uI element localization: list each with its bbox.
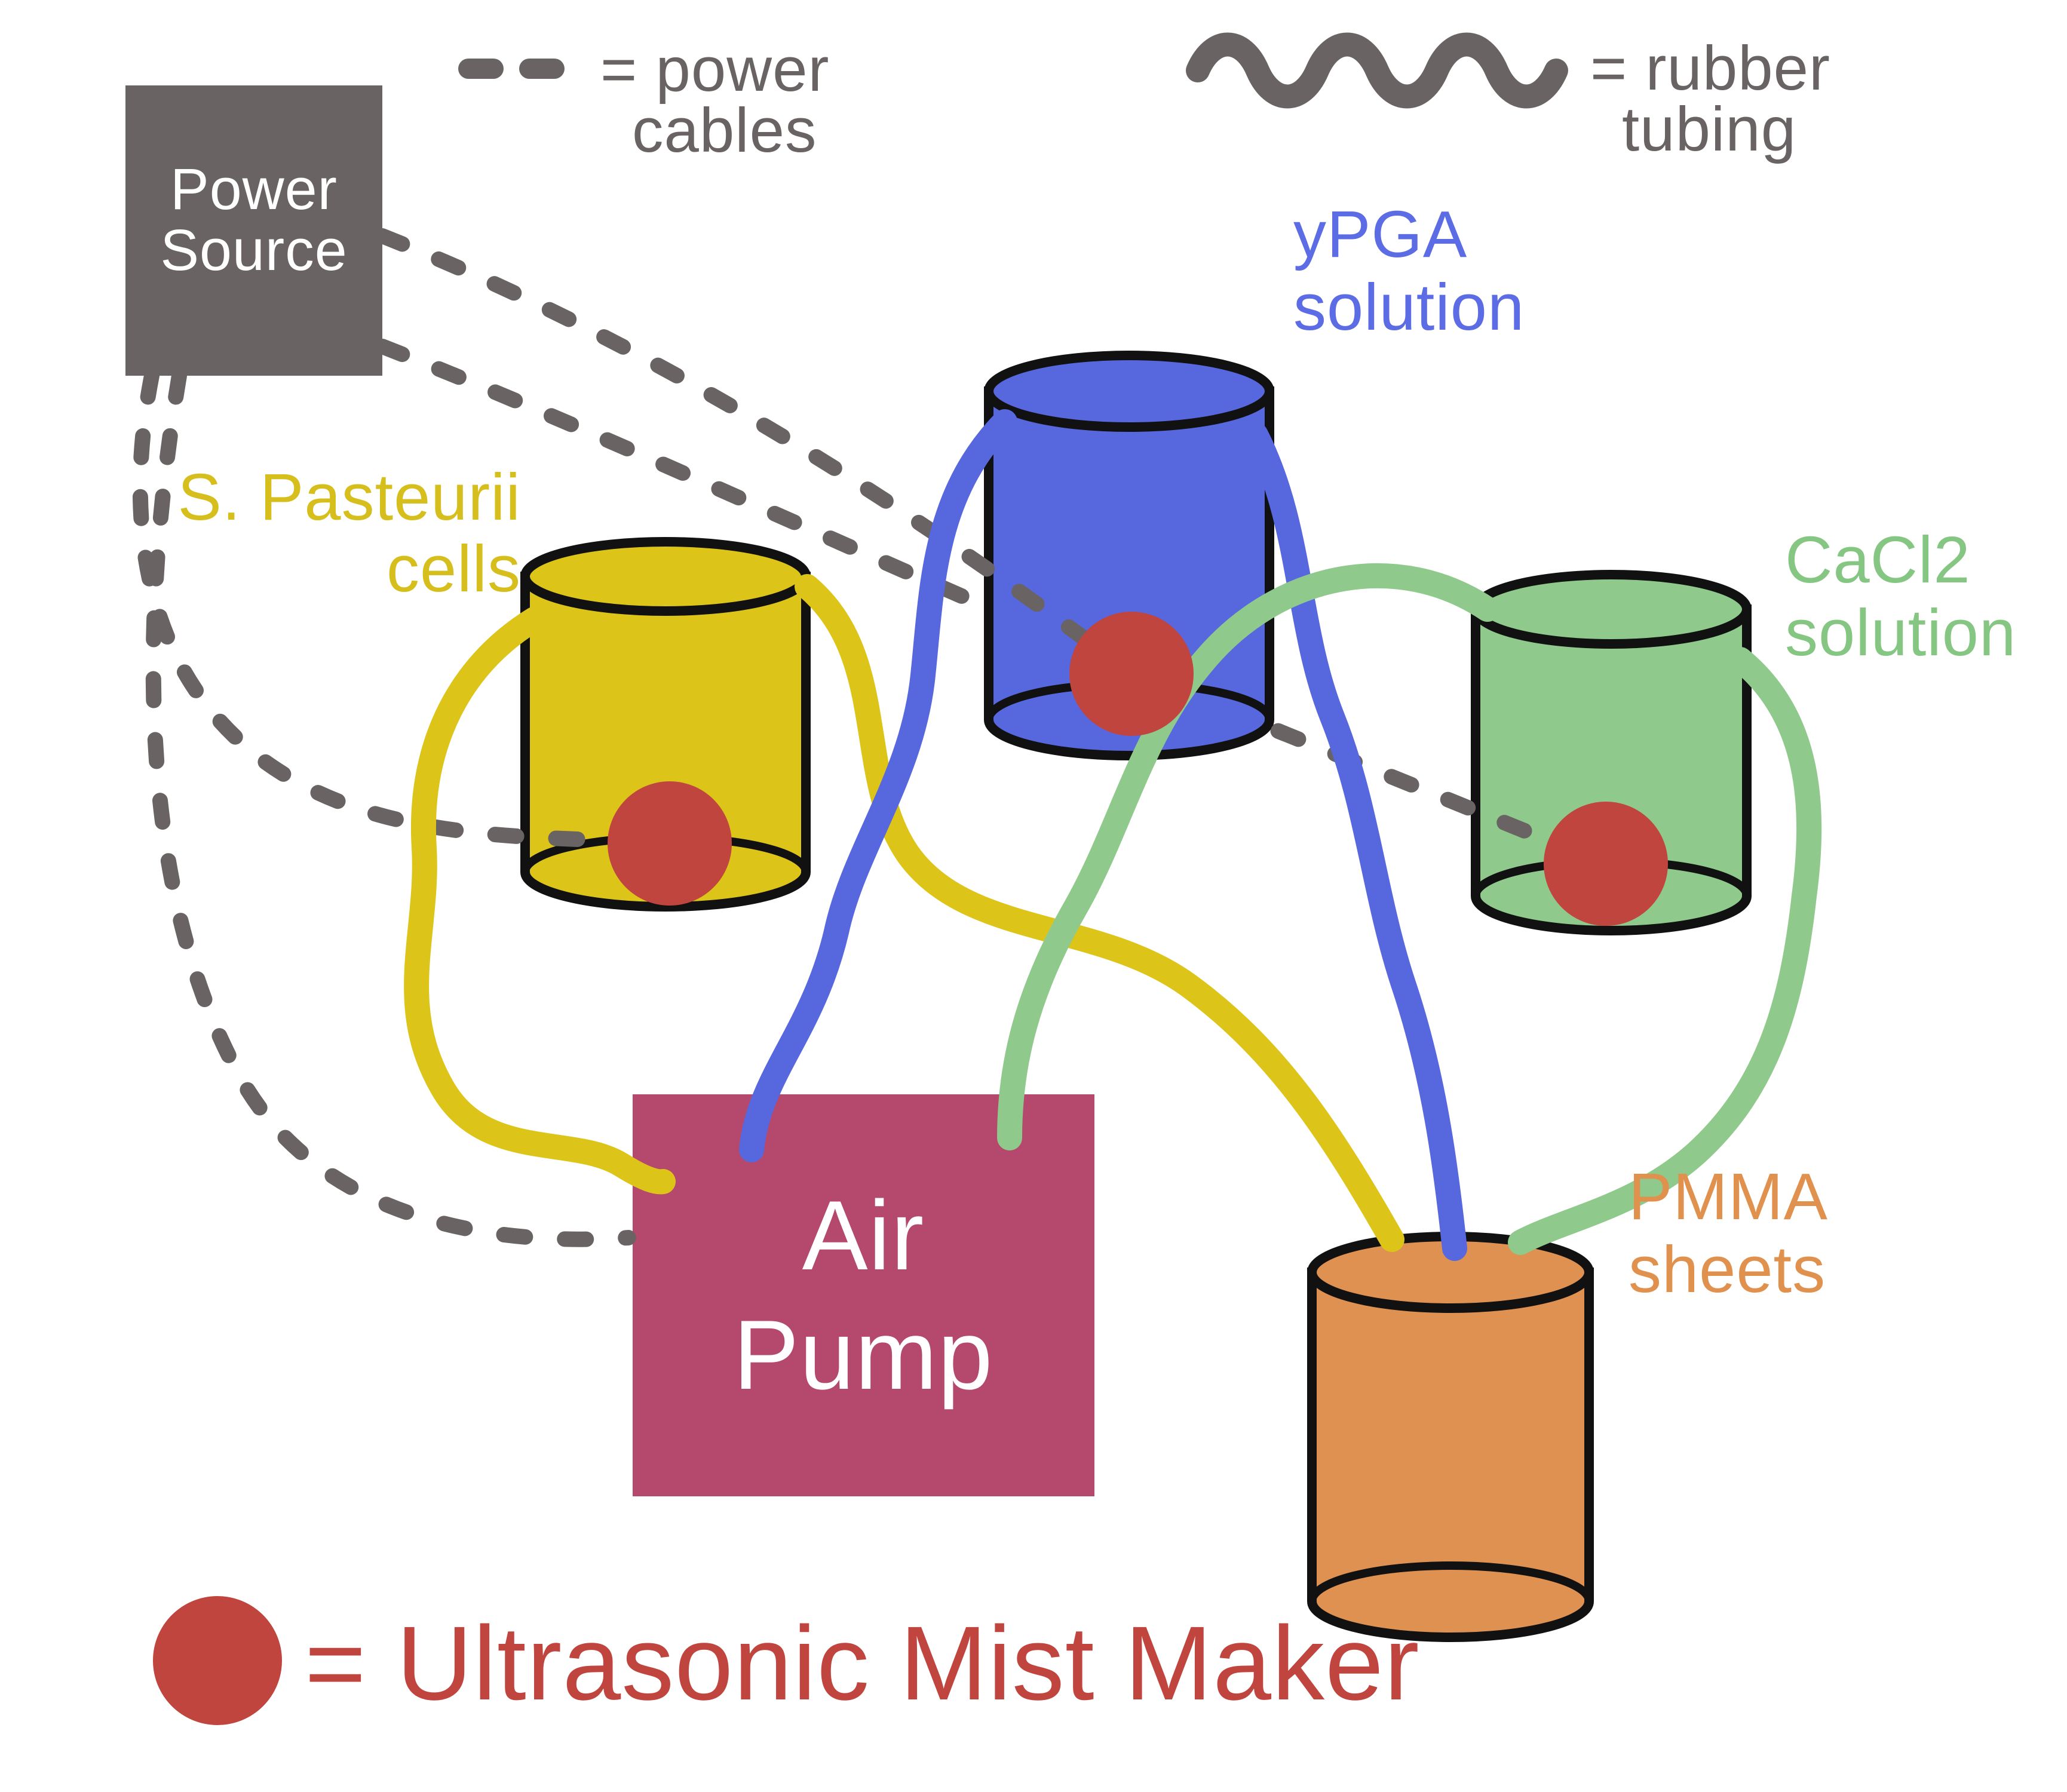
- cacl2-label-line1: CaCl2: [1785, 523, 1971, 597]
- tubing-cacl2-to-air-pump: [997, 563, 1500, 1150]
- power-cable-to-ypga: [375, 228, 1137, 680]
- air-pump-box: [633, 1094, 1094, 1496]
- mist-maker-legend-swatch: [153, 1596, 282, 1725]
- cacl2-label-line2: solution: [1785, 596, 2016, 670]
- legend-mist-maker-label: = Ultrasonic Mist Maker: [305, 1605, 1420, 1722]
- air-pump: Air Pump: [633, 1094, 1094, 1496]
- s-pasteurii-label-line2: cells: [387, 532, 521, 606]
- s-pasteurii-beaker-body: [520, 572, 811, 912]
- s-pasteurii-label: S. Pasteurii cells: [178, 461, 521, 606]
- rubber-tubing-legend-swatch: [1186, 32, 1568, 109]
- ypga-label: yPGA solution: [1293, 198, 1525, 344]
- ypga-label-line1: yPGA: [1293, 198, 1467, 271]
- legend-rubber-tubing-line1: = rubber: [1590, 33, 1830, 103]
- legend-power-cables-line2: cables: [632, 96, 817, 165]
- s-pasteurii-beaker: [520, 537, 811, 912]
- legend-rubber-tubing: = rubber tubing: [1186, 32, 1830, 164]
- mist-maker-in-cacl2: [1544, 802, 1668, 926]
- pmma-label: PMMA sheets: [1629, 1160, 1828, 1306]
- legend-power-cables: = power cables: [458, 35, 829, 165]
- mist-maker-in-s-pasteurii: [608, 781, 732, 906]
- legend-power-cables-line1: = power: [600, 35, 829, 105]
- legend-rubber-tubing-line2: tubing: [1622, 94, 1796, 164]
- air-pump-label-line1: Air: [802, 1180, 925, 1290]
- mist-maker-in-ypga: [1069, 612, 1194, 736]
- s-pasteurii-beaker-top-rim: [520, 537, 811, 616]
- pmma-label-line1: PMMA: [1629, 1160, 1828, 1233]
- power-cable-to-air-pump: [145, 368, 636, 1247]
- tubing-ypga-to-pmma: [1243, 422, 1467, 1261]
- cacl2-beaker-body: [1471, 605, 1752, 935]
- air-pump-label-line2: Pump: [733, 1300, 993, 1410]
- power-source-label-line1: Power: [170, 157, 338, 222]
- ypga-beaker-top-rim: [984, 351, 1274, 432]
- ypga-label-line2: solution: [1293, 271, 1525, 344]
- pmma-container-body: [1307, 1268, 1594, 1642]
- pmma-container: [1307, 1232, 1594, 1642]
- tubing-cacl2-to-pmma: [1508, 647, 1822, 1255]
- pmma-container-bottom-rim: [1308, 1561, 1593, 1602]
- pmma-label-line2: sheets: [1629, 1233, 1826, 1306]
- tubing-ypga-to-air-pump: [739, 409, 1017, 1162]
- power-source-box: [125, 85, 382, 376]
- power-source: Power Source: [125, 85, 382, 376]
- s-pasteurii-label-line1: S. Pasteurii: [178, 461, 521, 534]
- tubing-s-pasteurii-to-pmma: [795, 574, 1404, 1252]
- cacl2-label: CaCl2 solution: [1785, 523, 2016, 670]
- legend-mist-maker: = Ultrasonic Mist Maker: [153, 1596, 1420, 1725]
- power-cable-to-s-pasteurii: [132, 368, 676, 850]
- power-source-label-line2: Source: [160, 217, 347, 283]
- tubing-s-pasteurii-to-air-pump: [404, 607, 676, 1195]
- cacl2-beaker-top-rim: [1471, 570, 1752, 649]
